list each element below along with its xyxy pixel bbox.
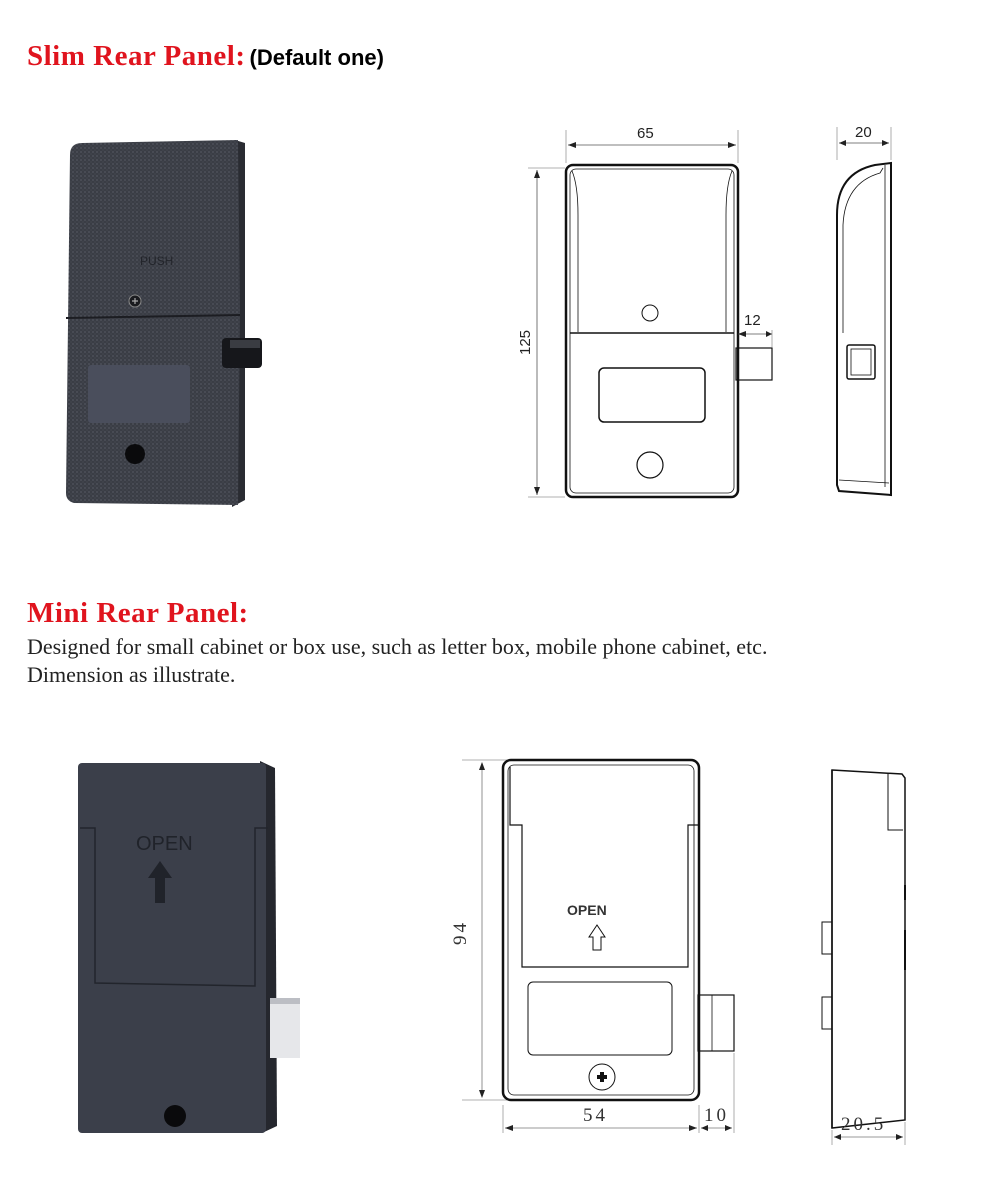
mini-panel-front-drawing: 94 OPEN 54 10 [450, 755, 750, 1140]
mini-panel-description: Designed for small cabinet or box use, s… [27, 633, 767, 689]
slim-panel-subtitle: (Default one) [249, 45, 384, 70]
open-label: OPEN [136, 833, 193, 855]
slim-panel-side-drawing: 20 [825, 115, 905, 510]
mini-drawing-open-label: OPEN [567, 902, 607, 918]
description-line: Dimension as illustrate. [27, 662, 236, 687]
slim-latch-dim: 12 [744, 312, 761, 329]
slim-panel-photo: PUSH [60, 135, 280, 515]
mini-panel-side-drawing: 20.5 [815, 760, 915, 1148]
slim-panel-heading: Slim Rear Panel: (Default one) [27, 40, 384, 73]
push-label: PUSH [140, 254, 173, 268]
mini-panel-photo: OPEN [70, 758, 320, 1148]
slim-width-dim: 65 [637, 125, 654, 142]
mini-depth-dim: 20.5 [841, 1114, 886, 1135]
slim-panel-front-drawing: 65 125 12 [510, 115, 800, 510]
mini-panel-title: Mini Rear Panel: [27, 597, 249, 629]
description-line: Designed for small cabinet or box use, s… [27, 634, 768, 659]
mini-width-dim: 54 [583, 1105, 608, 1126]
slim-depth-dim: 20 [855, 124, 872, 141]
mini-latch-dim: 10 [704, 1105, 729, 1126]
slim-height-dim: 125 [517, 330, 534, 355]
slim-panel-title: Slim Rear Panel: [27, 40, 246, 72]
mini-height-dim: 94 [450, 920, 471, 945]
